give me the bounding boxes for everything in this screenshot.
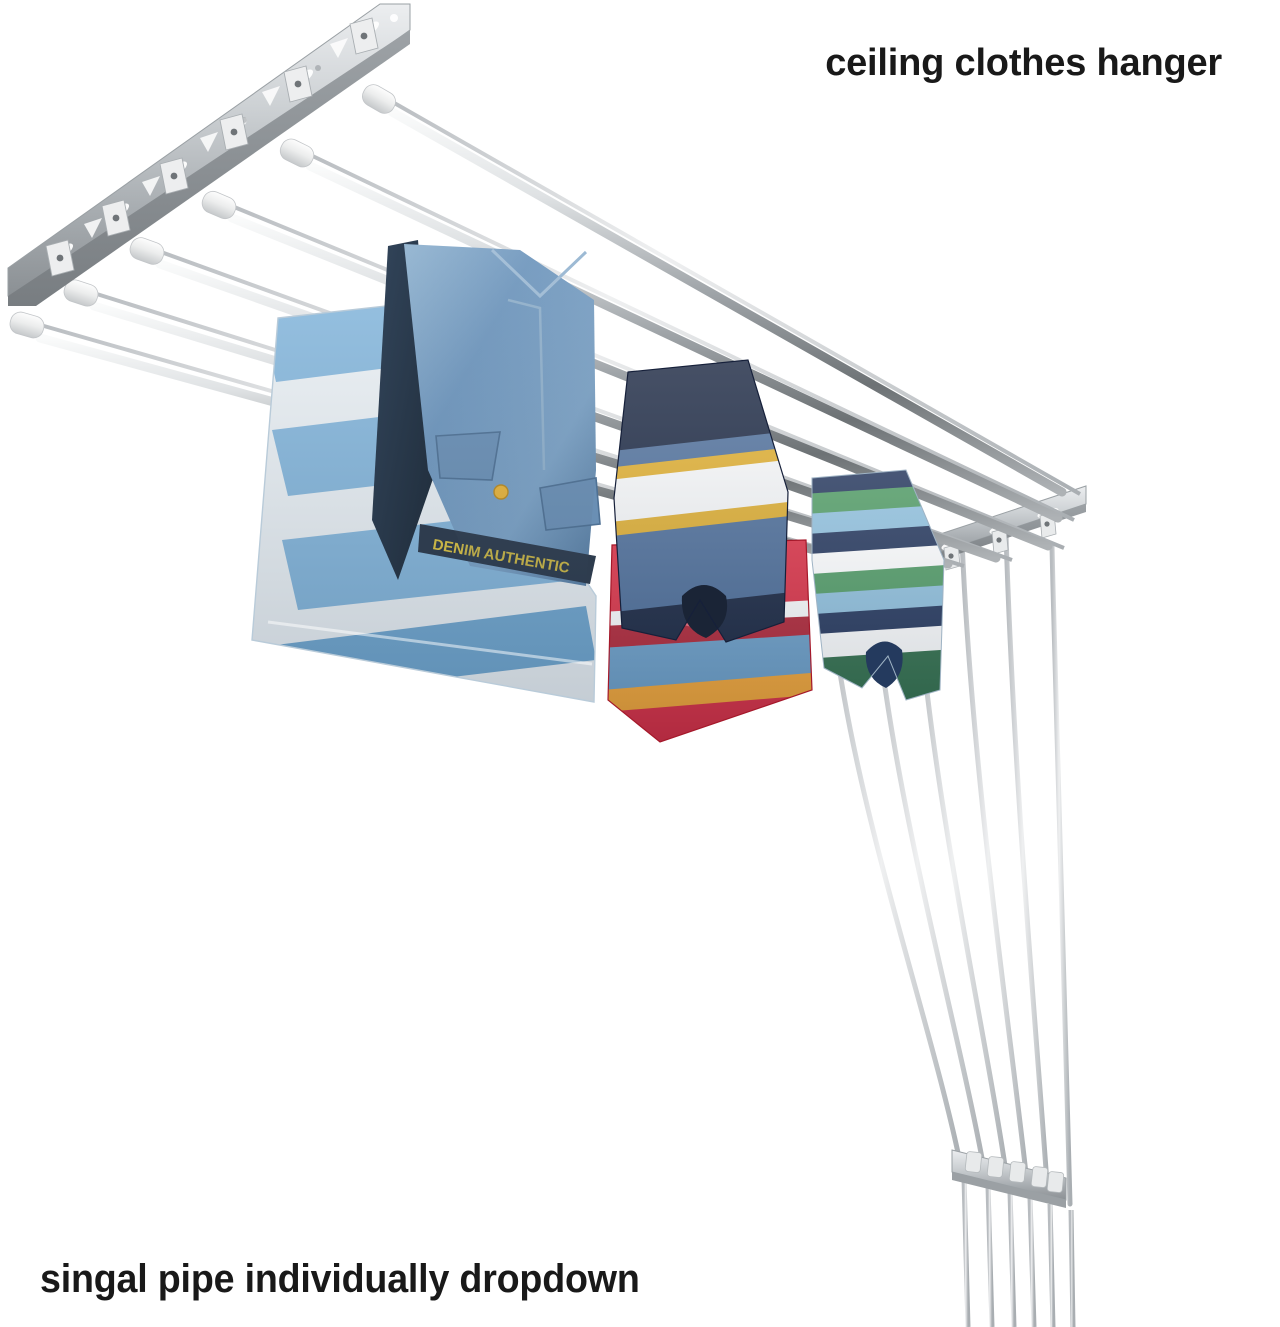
laundry-denim-jeans: DENIM AUTHENTIC	[372, 240, 601, 586]
pulley-block-group	[45, 17, 379, 277]
laundry-navy-yellow-shirt	[613, 359, 789, 643]
rod-end-cap	[201, 190, 237, 220]
pulley-pin-group	[948, 521, 1050, 559]
pulley-pin-group	[56, 32, 368, 262]
rod-end-cap	[9, 311, 45, 339]
cable-lock-cleat[interactable]	[951, 1149, 1067, 1208]
page-title: ceiling clothes hanger	[825, 42, 1222, 84]
drop-cord[interactable]	[959, 537, 1031, 1195]
drying-rod[interactable]	[277, 136, 1075, 523]
drop-cord-tail[interactable]	[961, 1177, 971, 1327]
laundry-green-striped-shirt	[811, 469, 945, 701]
drop-cord-tail[interactable]	[1047, 1203, 1056, 1327]
shirt-stripes	[614, 360, 788, 642]
drop-cord[interactable]	[1049, 543, 1073, 1207]
bracket-cutout-group	[84, 38, 348, 238]
rod-end-cap	[63, 279, 99, 307]
rod-end-cap	[129, 237, 165, 265]
drop-cord-tail[interactable]	[1027, 1197, 1037, 1327]
drop-cord-tail[interactable]	[1007, 1191, 1017, 1327]
rod-end-cap	[362, 84, 396, 114]
left-bracket	[7, 3, 411, 306]
drop-cord-tail[interactable]	[985, 1185, 995, 1327]
rod-end-cap	[279, 138, 315, 168]
drop-cord-tail[interactable]	[1068, 1209, 1076, 1327]
shirt-neck-opening	[865, 641, 903, 688]
drying-rod[interactable]	[359, 81, 1081, 497]
feature-caption: singal pipe individually dropdown	[40, 1257, 640, 1301]
drop-cord[interactable]	[1003, 531, 1051, 1201]
